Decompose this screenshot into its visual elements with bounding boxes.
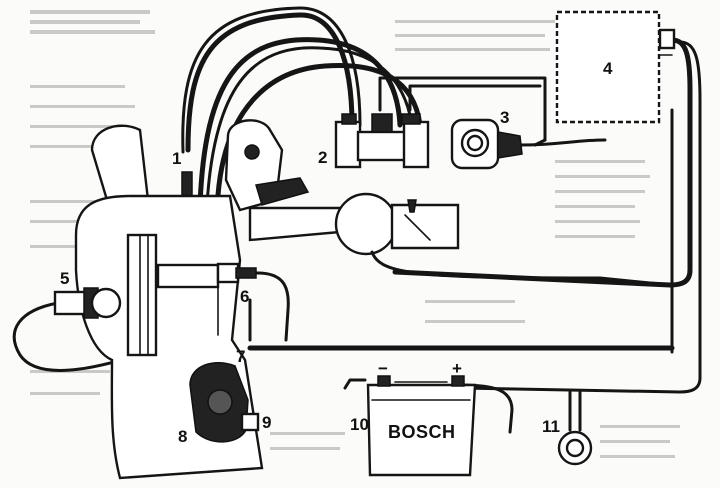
- sensor-5: [53, 287, 122, 319]
- ignition-coil-2: [334, 113, 430, 169]
- label-7: 7: [236, 347, 245, 366]
- label-11: 11: [542, 417, 560, 436]
- label-9: 9: [262, 413, 271, 432]
- label-3: 3: [500, 108, 509, 127]
- battery-10: [366, 375, 477, 477]
- label-2: 2: [318, 148, 327, 167]
- ground-strap-11: [557, 430, 593, 466]
- label-4: 4: [603, 59, 613, 78]
- battery-brand: BOSCH: [388, 422, 456, 442]
- label-6: 6: [240, 287, 249, 306]
- label-10: 10: [350, 415, 369, 434]
- connector-3: [450, 118, 523, 170]
- label-1: 1: [172, 149, 181, 168]
- battery-plus-sign: +: [452, 359, 462, 378]
- sensor-6: [216, 262, 257, 284]
- control-unit-4: [555, 10, 676, 124]
- background-text-bleed: [30, 10, 680, 458]
- vacuum-unit: [248, 192, 672, 287]
- distributor-cap: [224, 119, 310, 212]
- label-5: 5: [60, 269, 69, 288]
- battery-minus-sign: −: [378, 359, 388, 378]
- terminal-9: [240, 412, 260, 432]
- label-8: 8: [178, 427, 187, 446]
